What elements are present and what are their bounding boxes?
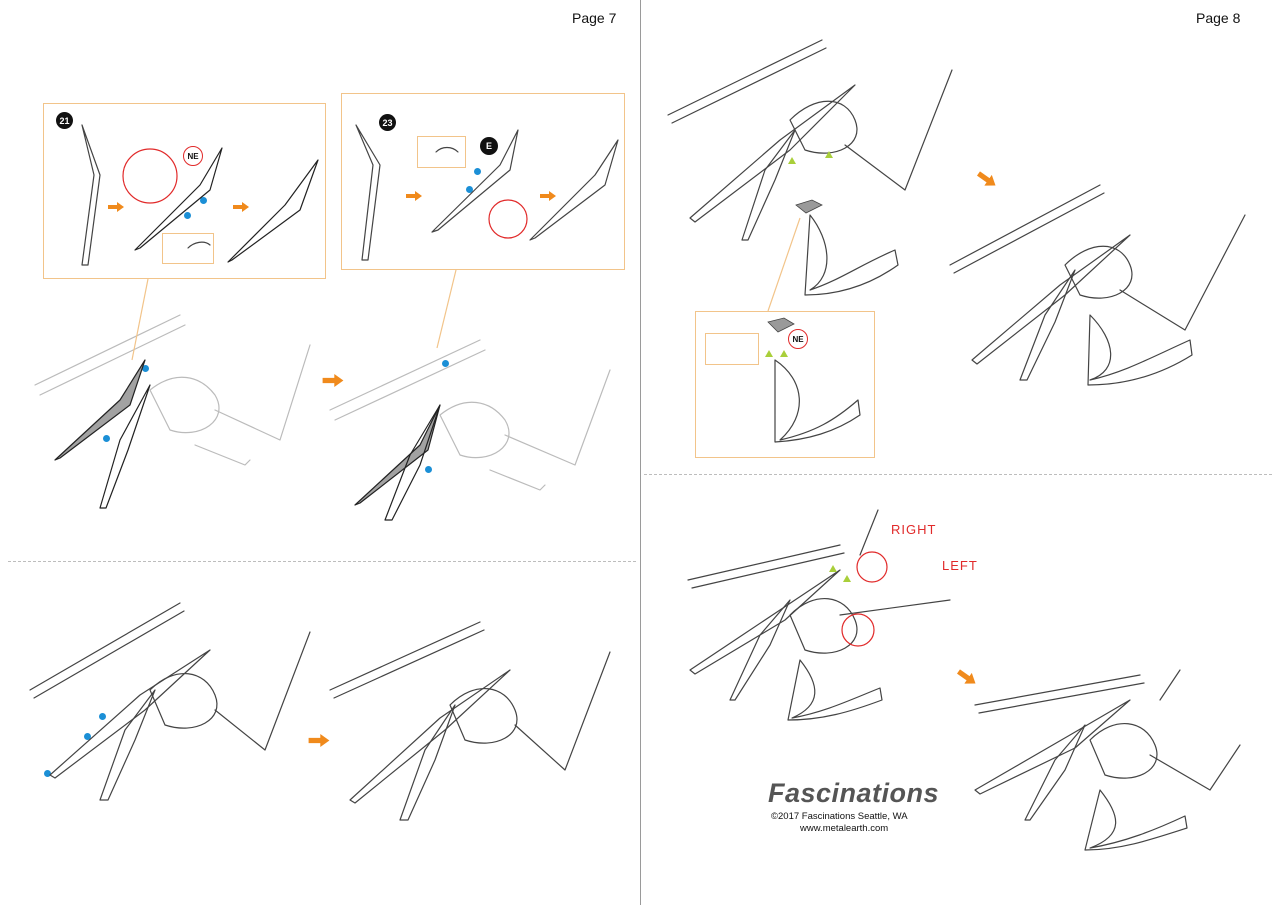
blue-marker (142, 365, 149, 372)
ne-tag-step21: NE (183, 146, 203, 166)
copyright-text: ©2017 Fascinations Seattle, WA (771, 811, 908, 822)
brand-logo: Fascinations (768, 778, 940, 808)
label-right-wing: RIGHT (891, 522, 937, 537)
blue-marker (200, 197, 207, 204)
blue-marker (466, 186, 473, 193)
callout-step-25 (695, 311, 875, 458)
arrow-right-icon (406, 191, 422, 201)
blue-marker (442, 360, 449, 367)
callout-step-21 (43, 103, 326, 279)
blue-marker (184, 212, 191, 219)
label-left-wing: LEFT (942, 558, 978, 573)
arrow-right-icon (108, 202, 124, 212)
blue-marker (99, 713, 106, 720)
blue-marker (425, 466, 432, 473)
arrow-down-right-icon (976, 171, 996, 186)
e-tag-step23: E (480, 137, 498, 155)
step-number-21: 21 (56, 112, 73, 129)
section-divider-left (8, 561, 636, 562)
arrow-right-icon (308, 734, 330, 747)
blue-marker (44, 770, 51, 777)
arrow-right-icon (233, 202, 249, 212)
arrow-right-icon (322, 374, 344, 387)
page-number-right: Page 8 (1196, 10, 1241, 26)
blue-marker (103, 435, 110, 442)
ne-tag-step25: NE (788, 329, 808, 349)
section-divider-right (644, 474, 1272, 475)
step-number-23: 23 (379, 114, 396, 131)
blue-marker (84, 733, 91, 740)
arrow-down-right-icon (956, 669, 976, 684)
blue-marker (474, 168, 481, 175)
arrow-right-icon (540, 191, 556, 201)
part-box-25 (705, 333, 759, 365)
website-text: www.metalearth.com (800, 823, 889, 834)
callout-step-23 (341, 93, 625, 270)
page-number-left: Page 7 (572, 10, 617, 26)
page-divider (640, 0, 641, 905)
